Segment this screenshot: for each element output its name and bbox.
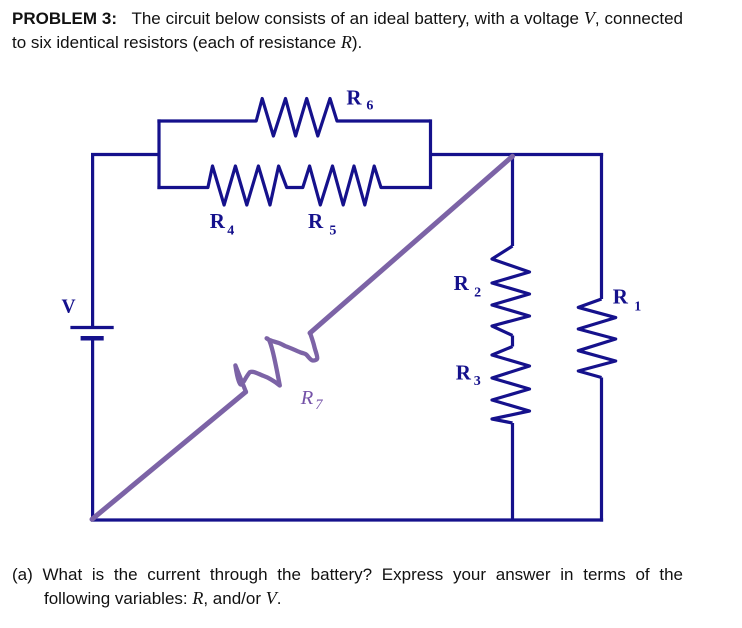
svg-text:6: 6	[366, 99, 373, 114]
svg-text:3: 3	[474, 374, 481, 389]
svg-text:R: R	[456, 360, 472, 384]
svg-text:4: 4	[227, 223, 234, 238]
svg-text:5: 5	[329, 223, 336, 238]
svg-text:2: 2	[474, 286, 481, 301]
svg-text:1: 1	[634, 300, 641, 315]
svg-text:R: R	[308, 209, 324, 233]
svg-text:R: R	[346, 86, 362, 110]
svg-text:R: R	[300, 387, 314, 409]
svg-text:R: R	[210, 209, 226, 233]
svg-text:R: R	[613, 284, 629, 308]
svg-text:7: 7	[315, 397, 323, 413]
svg-text:V: V	[62, 297, 76, 318]
svg-text:R: R	[454, 271, 470, 295]
